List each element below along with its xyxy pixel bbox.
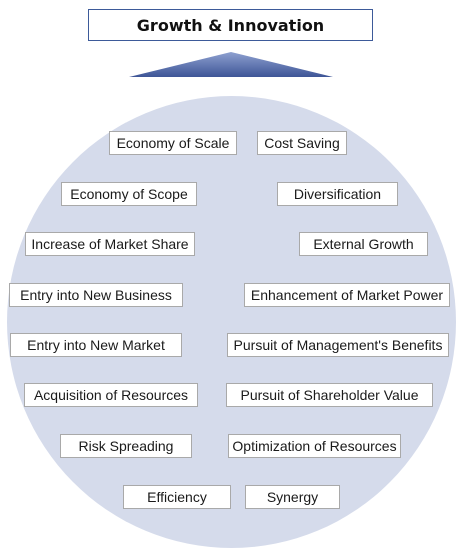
item-risk-spreading: Risk Spreading bbox=[60, 434, 192, 458]
item-synergy: Synergy bbox=[245, 485, 340, 509]
item-economy-of-scope: Economy of Scope bbox=[61, 182, 197, 206]
funnel-triangle bbox=[129, 52, 333, 77]
concept-circle bbox=[7, 96, 456, 548]
item-cost-saving: Cost Saving bbox=[257, 131, 347, 155]
item-entry-into-new-market: Entry into New Market bbox=[10, 333, 182, 357]
item-external-growth: External Growth bbox=[299, 232, 428, 256]
item-entry-into-new-business: Entry into New Business bbox=[9, 283, 183, 307]
item-optimization-of-resources: Optimization of Resources bbox=[228, 434, 401, 458]
item-pursuit-of-shareholder-value: Pursuit of Shareholder Value bbox=[226, 383, 433, 407]
item-enhancement-of-market-power: Enhancement of Market Power bbox=[244, 283, 450, 307]
item-diversification: Diversification bbox=[277, 182, 398, 206]
item-increase-of-market-share: Increase of Market Share bbox=[25, 232, 195, 256]
diagram-title: Growth & Innovation bbox=[88, 9, 373, 41]
item-pursuit-of-managements-benefits: Pursuit of Management's Benefits bbox=[227, 333, 449, 357]
item-economy-of-scale: Economy of Scale bbox=[109, 131, 237, 155]
item-acquisition-of-resources: Acquisition of Resources bbox=[24, 383, 198, 407]
item-efficiency: Efficiency bbox=[123, 485, 231, 509]
